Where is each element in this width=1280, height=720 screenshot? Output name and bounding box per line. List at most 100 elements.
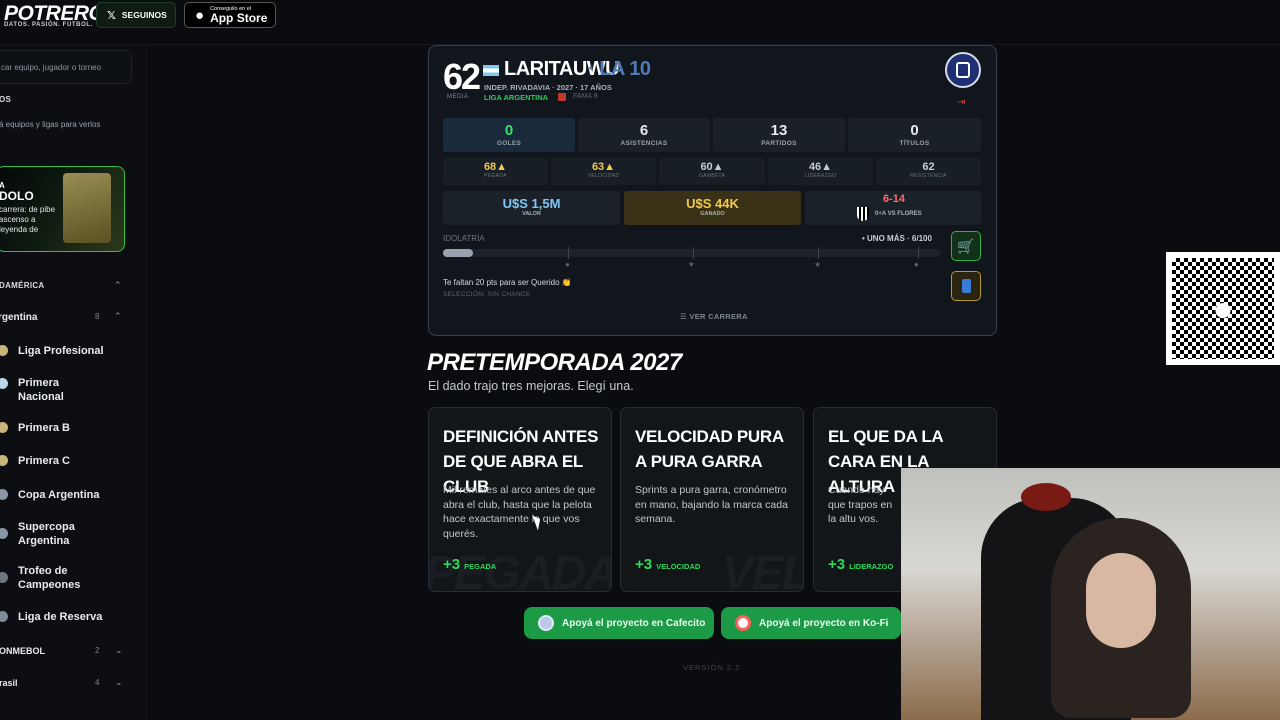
league-icon: [0, 345, 8, 356]
country-count: 8: [95, 312, 100, 321]
league-primera-c[interactable]: Primera C: [18, 455, 70, 467]
national-selection: SELECCIÓN: SIN CHANCE: [443, 291, 531, 298]
stat-value: 0: [504, 122, 514, 139]
preseason-title: PRETEMPORADA 2027: [427, 349, 682, 376]
league-liga-reserva[interactable]: Liga de Reserva: [18, 611, 103, 623]
stat-value: 6: [639, 122, 649, 139]
header-divider: [0, 44, 1280, 45]
favorites-title: OS: [0, 95, 12, 104]
player-name: LARITAUWU: [504, 58, 620, 80]
follow-button[interactable]: 𝕏 SEGUINOS: [96, 2, 176, 28]
idolatry-progress-fill: [443, 249, 473, 257]
cafecito-label: Apoyá el proyecto en Cafecito: [562, 617, 706, 629]
option-bonus: +3: [828, 556, 846, 573]
player-card-art: [63, 173, 111, 243]
milestone-tick: [918, 247, 919, 259]
follow-label: SEGUINOS: [121, 10, 167, 20]
league-icon: [0, 455, 8, 466]
stat-titles: 0 TÍTULOS: [848, 118, 981, 152]
earned-box: U$S 44K GANADO: [624, 191, 801, 225]
chair-logo: [1021, 483, 1071, 511]
promo-title: DOLO: [0, 189, 34, 203]
upgrade-option-1[interactable]: PEGADA DEFINICIÓN ANTES DE QUE ABRA EL C…: [428, 407, 612, 592]
attr-pegada: 68▲ PEGADA: [443, 158, 548, 185]
upgrade-option-2[interactable]: VEL VELOCIDAD PURA A PURA GARRA Sprints …: [620, 407, 804, 592]
exit-icon[interactable]: ⇥: [957, 97, 966, 108]
club-crest-icon[interactable]: [945, 52, 981, 88]
earned-label: GANADO: [700, 211, 725, 217]
career-promo-card[interactable]: A DOLO carrera: de pibe ascenso a leyend…: [0, 166, 125, 252]
qr-code: [1166, 252, 1280, 365]
attr-value: 63▲: [591, 161, 616, 173]
league-liga-profesional[interactable]: Liga Profesional: [18, 345, 104, 357]
player-club-line: INDEP. RIVADAVIA · 2027 · 17 AÑOS: [484, 83, 612, 92]
crown-icon: ●: [914, 260, 919, 269]
chevron-up-icon[interactable]: ⌃: [114, 280, 122, 290]
view-career-link[interactable]: ☰ VER CARRERA: [680, 312, 748, 321]
shop-cart-button[interactable]: 🛒: [951, 231, 981, 261]
star-icon: ★: [814, 260, 822, 269]
option-desc: Mil remates al arco antes de que abra el…: [443, 484, 596, 540]
player-nickname: · LA 10: [588, 58, 651, 80]
option-desc: Sprints a pura garra, cronómetro en mano…: [635, 484, 788, 526]
last-match-box[interactable]: 6-14 0+A VS FLORES: [805, 191, 981, 225]
cafecito-button[interactable]: Apoyá el proyecto en Cafecito: [524, 607, 714, 639]
app-logo[interactable]: POTRERO: [4, 2, 105, 25]
league-primera-nacional[interactable]: Primera Nacional: [18, 377, 64, 403]
option-bonus: +3: [635, 556, 653, 573]
sidebar: car equipo, jugador o torneo OS á equipo…: [0, 45, 147, 720]
stat-assists: 6 ASISTENCIAS: [578, 118, 710, 152]
card-button[interactable]: [951, 271, 981, 301]
streamer-face: [1086, 553, 1156, 648]
league-icon: [0, 422, 8, 433]
attr-velocidad: 63▲ VELOCIDAD: [551, 158, 656, 185]
fame-icon: [558, 93, 566, 101]
heart-icon: ♥: [689, 260, 694, 269]
opponent-crest-icon: [857, 207, 869, 221]
idolatry-tip: Te faltan 20 pts para ser Querido 👏: [443, 278, 572, 287]
stat-label: TÍTULOS: [899, 140, 930, 147]
option-title: EL QUE DA LA CARA EN LA ALTURA: [828, 427, 943, 496]
player-fame: FAMA 8: [573, 93, 598, 100]
kofi-button[interactable]: Apoyá el proyecto en Ko-Fi: [721, 607, 901, 639]
market-value-label: VALOR: [522, 211, 541, 217]
option-desc: Cuando hay que trapos en la altu vos.: [828, 484, 893, 526]
chevron-up-icon[interactable]: ⌃: [114, 311, 122, 321]
region-header[interactable]: DAMÉRICA: [0, 281, 45, 290]
thumb-icon: ●: [565, 260, 570, 269]
apple-icon: ●: [195, 6, 205, 24]
app-store-label: App Store: [210, 10, 268, 25]
option-title: DEFINICIÓN ANTES DE QUE ABRA EL CLUB: [443, 427, 599, 496]
cafecito-icon: [538, 615, 554, 631]
favorites-hint: á equipos y ligas para verlos: [0, 120, 101, 129]
app-store-caption: Conseguilo en el: [210, 5, 252, 12]
stat-matches: 13 PARTIDOS: [713, 118, 845, 152]
attr-value: 68▲: [483, 161, 508, 173]
league-supercopa[interactable]: Supercopa Argentina: [18, 521, 75, 547]
app-store-button[interactable]: ● Conseguilo en el App Store: [184, 2, 276, 28]
attr-liderazgo: 46▲ LIDERAZGO: [768, 158, 873, 185]
last-match-score: 6-14: [883, 193, 906, 205]
option-watermark: VEL: [721, 547, 804, 592]
country-argentina[interactable]: rgentina: [0, 312, 38, 323]
league-trofeo-campeones[interactable]: Trofeo de Campeones: [18, 565, 81, 591]
league-primera-b[interactable]: Primera B: [18, 422, 70, 434]
cart-icon: 🛒: [957, 237, 975, 254]
kofi-heart-icon: [735, 615, 751, 631]
option-title: VELOCIDAD PURA A PURA GARRA: [635, 427, 784, 471]
league-icon: [0, 489, 8, 500]
chevron-down-icon[interactable]: ⌄: [115, 645, 123, 655]
earned-value: U$S 44K: [686, 196, 739, 211]
x-logo-icon: 𝕏: [107, 9, 116, 22]
option-watermark: PEGADA: [428, 547, 612, 592]
chevron-down-icon[interactable]: ⌄: [115, 677, 123, 687]
logo-tagline: DATOS. PASIÓN. FÚTBOL.: [4, 22, 93, 28]
search-input[interactable]: car equipo, jugador o torneo: [0, 50, 132, 84]
conmebol-count: 2: [95, 646, 100, 655]
league-copa-argentina[interactable]: Copa Argentina: [18, 489, 100, 501]
country-brasil[interactable]: rasil: [0, 678, 18, 688]
brasil-count: 4: [95, 678, 100, 687]
market-value-box: U$S 1,5M VALOR: [443, 191, 620, 225]
region-conmebol[interactable]: ONMEBOL: [0, 646, 45, 656]
option-attr: LIDERAZGO: [849, 562, 894, 571]
